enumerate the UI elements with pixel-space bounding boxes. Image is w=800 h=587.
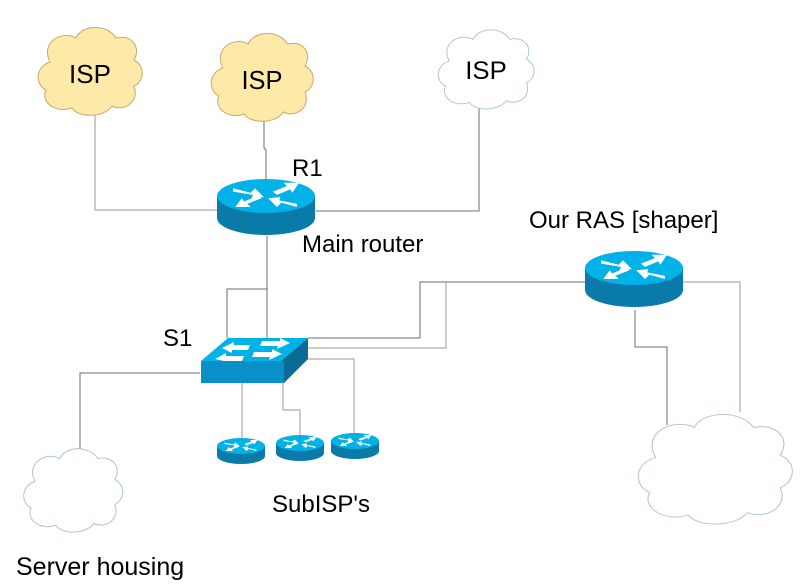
- router-r1-sublabel: Main router: [302, 231, 423, 258]
- switch-s1-label: S1: [163, 325, 192, 352]
- subisp-router-1: [217, 438, 265, 464]
- switch-s1: [201, 338, 308, 383]
- link-isp3-r1: [316, 108, 480, 212]
- router-r1: [217, 179, 315, 235]
- connections: [79, 108, 741, 457]
- router-r1-label: R1: [292, 155, 323, 182]
- router-ras: [585, 251, 683, 307]
- link-s1-server-housing: [79, 372, 200, 457]
- switch-arrows-icon: [215, 338, 290, 361]
- link-s1-subisp3: [308, 358, 355, 434]
- subisp-label: SubISP's: [272, 491, 370, 518]
- isp-cloud-1-label: ISP: [69, 59, 111, 89]
- ras-network-cloud: [637, 413, 794, 525]
- link-isp2-r1: [263, 116, 267, 186]
- isp-cloud-2: ISP: [210, 33, 314, 122]
- link-s1-ras-b: [308, 282, 447, 349]
- link-s1-subisp2: [282, 383, 301, 437]
- router-ras-label: Our RAS [shaper]: [529, 207, 718, 234]
- isp-cloud-3-label: ISP: [465, 57, 507, 85]
- server-housing-label: Server housing: [16, 553, 184, 581]
- link-r1-s1: [226, 236, 268, 338]
- server-housing-cloud: [23, 448, 124, 533]
- link-isp1-r1: [94, 112, 218, 211]
- isp-cloud-1: ISP: [37, 27, 143, 116]
- subisp-router-2: [276, 435, 324, 461]
- link-ras-cloud-a: [634, 310, 668, 425]
- isp-cloud-3: ISP: [437, 29, 535, 110]
- subisp-router-3: [331, 433, 379, 459]
- link-ras-cloud-b: [683, 281, 741, 412]
- isp-cloud-2-label: ISP: [241, 67, 282, 95]
- link-s1-ras-a: [308, 281, 585, 339]
